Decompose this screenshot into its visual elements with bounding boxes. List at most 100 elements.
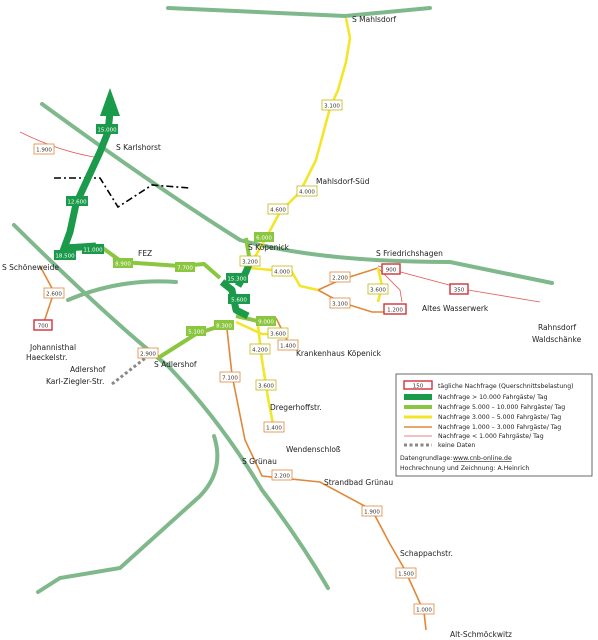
label-schappach: Schappachstr. — [400, 549, 453, 558]
sbahn-south — [36, 434, 220, 594]
value-7700: 7.700 — [175, 262, 195, 272]
label-mahlsdorf: S Mahlsdorf — [352, 15, 396, 24]
lines-3000-5000 — [235, 17, 384, 425]
value-2900: 2.900 — [137, 347, 159, 359]
value-9000: 9.000 — [256, 316, 276, 326]
svg-text:2.200: 2.200 — [332, 276, 348, 282]
svg-text:11.000: 11.000 — [83, 248, 103, 254]
value-18500: 18.500 — [54, 250, 76, 260]
label-karlshorst: S Karlshorst — [116, 143, 161, 152]
value-1500: 1.500 — [395, 567, 417, 579]
svg-text:1.000: 1.000 — [416, 608, 432, 614]
value-1900a: 1.900 — [33, 143, 55, 155]
svg-text:4.000: 4.000 — [274, 270, 290, 276]
legend-sample-box — [403, 380, 433, 390]
no-data-link — [111, 354, 149, 386]
label-friedrichshagen: S Friedrichshagen — [376, 249, 443, 258]
value-6000: 6.000 — [254, 232, 274, 242]
value-12600: 12.600 — [66, 196, 88, 206]
legend-source-link: www.cnb-online.de — [453, 455, 512, 462]
label-schoeneweide: S Schöneweide — [2, 263, 59, 272]
svg-text:5.600: 5.600 — [231, 298, 247, 304]
legend-credit: Hochrechnung und Zeichnung: A.Heinrich — [400, 465, 529, 472]
svg-text:7.100: 7.100 — [222, 376, 238, 382]
label-dregerhoff: Dregerhoffstr. — [270, 403, 322, 412]
svg-text:1.400: 1.400 — [266, 426, 282, 432]
value-2200: 2.200 — [329, 271, 351, 283]
svg-text:700: 700 — [38, 324, 49, 330]
value-4000a: 4.000 — [296, 185, 318, 197]
svg-text:3.100: 3.100 — [332, 302, 348, 308]
value-1400a: 1.400 — [277, 339, 299, 351]
svg-text:3.600: 3.600 — [370, 288, 386, 294]
value-15000: 15.000 — [96, 124, 118, 134]
svg-text:4.600: 4.600 — [270, 208, 286, 214]
sbahn-karlshorst-koepenick — [40, 102, 554, 285]
value-4600: 4.600 — [267, 203, 289, 215]
value-3600a: 3.600 — [267, 327, 289, 339]
value-900: 900 — [381, 263, 401, 275]
legend-box — [395, 373, 593, 477]
label-johannisthal-1: Johannisthal — [29, 343, 76, 352]
legend-label-6: keine Daten — [438, 442, 475, 449]
svg-text:5.100: 5.100 — [188, 330, 204, 336]
legend-source-label: Datengrundlage: — [400, 455, 452, 462]
label-ziegler-2: Karl-Ziegler-Str. — [46, 377, 104, 386]
svg-text:3.200: 3.200 — [242, 260, 258, 266]
value-3100a: 3.100 — [321, 99, 343, 111]
label-wendenschloss: Wendenschloß — [286, 445, 341, 454]
svg-text:12.600: 12.600 — [67, 200, 87, 206]
svg-text:150: 150 — [413, 384, 424, 390]
svg-text:1.400: 1.400 — [280, 344, 296, 350]
svg-text:4.000: 4.000 — [299, 190, 315, 196]
svg-text:2.200: 2.200 — [274, 474, 290, 480]
station-labels: S Mahlsdorf S Karlshorst Mahlsdorf-Süd S… — [2, 15, 582, 639]
label-ziegler-1: Adlershof — [70, 365, 106, 374]
legend-label-2: Nachfrage 5.000 – 10.000 Fahrgäste/ Tag — [438, 404, 565, 411]
value-350: 350 — [449, 283, 469, 295]
value-8900: 8.900 — [113, 258, 133, 268]
value-11000: 11.000 — [82, 244, 104, 254]
value-2600: 2.600 — [43, 287, 65, 299]
svg-text:15.000: 15.000 — [97, 128, 117, 134]
svg-text:1.500: 1.500 — [398, 572, 414, 578]
sbahn-lines — [12, 6, 554, 594]
svg-text:8.900: 8.900 — [115, 262, 131, 268]
svg-text:3.100: 3.100 — [324, 104, 340, 110]
legend-label-3: Nachfrage 3.000 – 5.000 Fahrgäste/ Tag — [438, 414, 561, 421]
legend-label-5: Nachfrage < 1.000 Fahrgäste/ Tag — [438, 433, 544, 440]
label-johannisthal-2: Haeckelstr. — [26, 353, 67, 362]
svg-text:2.600: 2.600 — [46, 292, 62, 298]
value-1200: 1.200 — [383, 303, 407, 315]
value-3600c: 3.600 — [367, 283, 389, 295]
value-1000: 1.000 — [413, 603, 435, 615]
value-4200: 4.200 — [249, 343, 271, 355]
legend: 150 tägliche Nachfrage (Querschnittsbela… — [395, 373, 593, 477]
value-3100b: 3.100 — [329, 297, 351, 309]
label-altes-wasserwerk: Altes Wasserwerk — [422, 304, 489, 313]
value-3200: 3.200 — [239, 255, 261, 267]
svg-text:3.600: 3.600 — [270, 332, 286, 338]
label-strandbad: Strandbad Grünau — [324, 478, 393, 487]
svg-text:9.000: 9.000 — [258, 320, 274, 326]
svg-text:7.700: 7.700 — [177, 266, 193, 272]
svg-text:8.300: 8.300 — [216, 324, 232, 330]
value-5100: 5.100 — [186, 326, 206, 336]
value-3600b: 3.600 — [255, 379, 277, 391]
legend-label-1: Nachfrage > 10.000 Fahrgäste/ Tag — [438, 394, 548, 401]
value-2200b: 2.200 — [271, 469, 293, 481]
svg-text:15.300: 15.300 — [227, 277, 247, 283]
label-rahnsdorf-2: Waldschänke — [532, 335, 582, 344]
value-1900b: 1.900 — [361, 505, 383, 517]
label-mahlsdorf-sued: Mahlsdorf-Süd — [316, 177, 370, 186]
label-alt-schmoeckwitz: Alt-Schmöckwitz — [450, 630, 512, 639]
svg-text:1.900: 1.900 — [364, 510, 380, 516]
value-700: 700 — [33, 319, 53, 331]
value-labels: 15.000 12.600 11.000 18.500 8.900 7.700 … — [33, 99, 469, 615]
value-7100: 7.100 — [219, 371, 241, 383]
svg-text:1.200: 1.200 — [387, 308, 403, 314]
sbahn-mahlsdorf — [166, 6, 432, 19]
sbahn-spur — [66, 279, 178, 302]
